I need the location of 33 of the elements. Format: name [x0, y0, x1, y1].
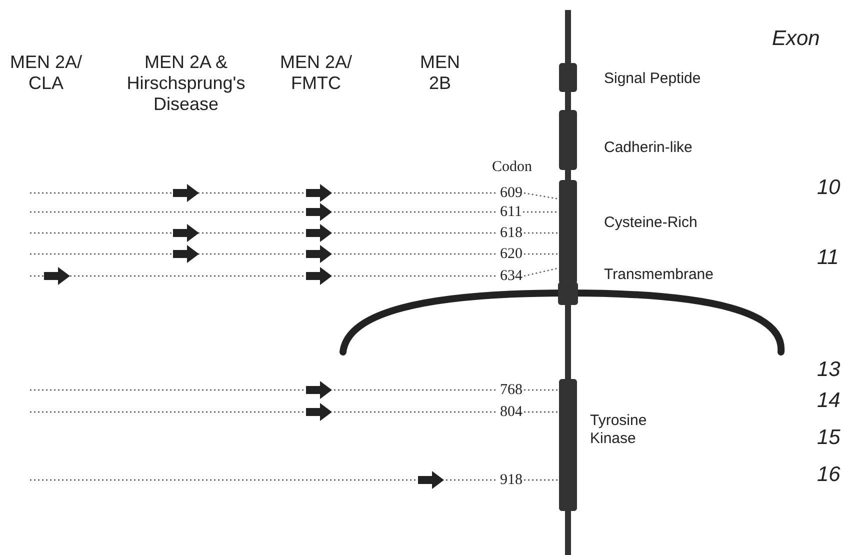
codon-number: 618: [500, 225, 522, 241]
leader-line: [524, 267, 560, 277]
domain-label: Signal Peptide: [604, 70, 701, 88]
column-heading: MEN 2A/ FMTC: [278, 52, 354, 94]
domain-label: Cysteine-Rich: [604, 214, 698, 232]
domain-label: Cadherin-like: [604, 139, 692, 157]
exon-number: 16: [817, 464, 840, 486]
leader-line: [524, 389, 559, 391]
leader-line: [524, 253, 559, 255]
column-heading: MEN 2B: [419, 52, 461, 94]
leader-line: [524, 411, 559, 413]
leader-line: [524, 192, 560, 200]
domain-label: Transmembrane: [604, 266, 714, 284]
axis-heading: Codon: [492, 159, 532, 175]
exon-number: 11: [817, 247, 839, 269]
exon-number: 14: [817, 390, 840, 412]
exon-number: 15: [817, 427, 840, 449]
codon-number: 804: [500, 404, 522, 420]
codon-number: 611: [500, 204, 522, 220]
codon-number: 768: [500, 382, 522, 398]
domain-label: Tyrosine Kinase: [590, 412, 648, 448]
leader-line: [524, 232, 559, 234]
leader-line: [524, 479, 559, 481]
column-heading: MEN 2A/ CLA: [8, 52, 84, 94]
axis-heading: Exon: [772, 28, 820, 50]
codon-number: 634: [500, 268, 522, 284]
codon-number: 620: [500, 246, 522, 262]
exon-number: 13: [817, 359, 840, 381]
codon-number: 609: [500, 185, 522, 201]
codon-number: 918: [500, 472, 522, 488]
exon-number: 10: [817, 177, 840, 199]
leader-line: [523, 211, 559, 213]
column-heading: MEN 2A & Hirschsprung's Disease: [126, 52, 246, 115]
